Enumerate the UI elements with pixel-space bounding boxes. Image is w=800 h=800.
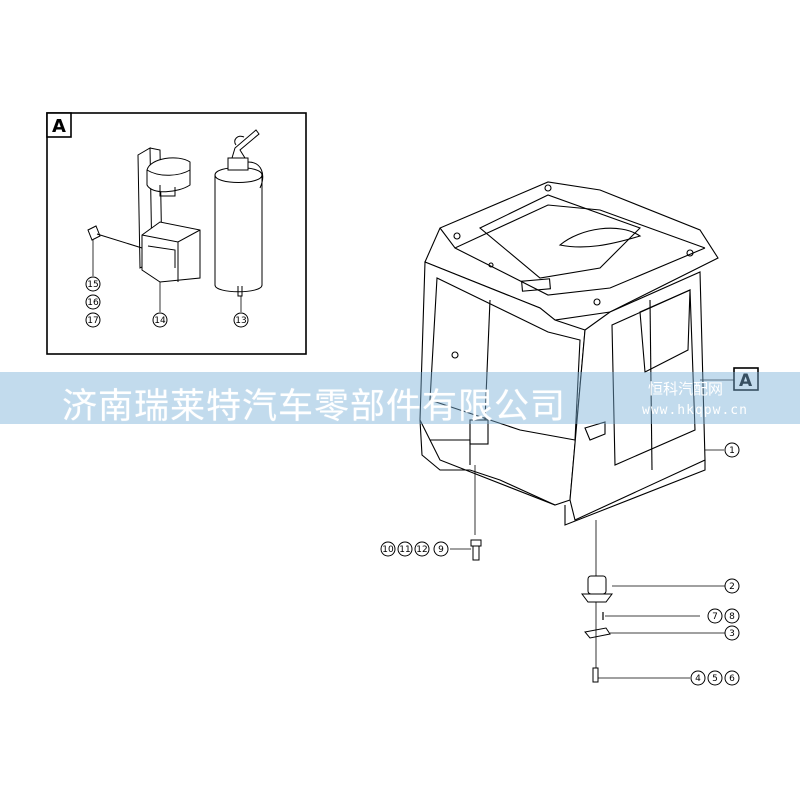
small-pin — [602, 612, 700, 620]
svg-text:8: 8 — [729, 612, 735, 622]
callout-12: 12 — [414, 541, 430, 557]
callout-1: 1 — [724, 442, 740, 458]
svg-text:13: 13 — [235, 316, 246, 326]
svg-text:11: 11 — [399, 545, 410, 555]
callout-15: 15 — [85, 276, 101, 292]
callout-6: 6 — [724, 670, 740, 686]
callout-16: 16 — [85, 294, 101, 310]
svg-text:5: 5 — [712, 674, 718, 684]
svg-text:14: 14 — [154, 316, 166, 326]
cab-assembly — [419, 181, 734, 578]
mount-parts — [450, 539, 725, 683]
svg-text:A: A — [739, 371, 753, 391]
svg-text:17: 17 — [87, 316, 98, 326]
callout-10: 10 — [380, 541, 396, 557]
extinguisher-bracket — [137, 147, 201, 283]
callout-11: 11 — [397, 541, 413, 557]
svg-text:16: 16 — [87, 298, 99, 308]
callout-2: 2 — [724, 578, 740, 594]
svg-text:9: 9 — [438, 545, 444, 555]
rubber-mount — [581, 575, 725, 603]
inset-frame — [46, 112, 307, 355]
watermark-site-name: 恒科汽配网 — [648, 380, 724, 398]
cab-bolt — [450, 539, 482, 561]
washer-plate — [584, 627, 725, 639]
svg-text:6: 6 — [729, 674, 735, 684]
svg-text:10: 10 — [382, 545, 394, 555]
callout-3: 3 — [724, 625, 740, 641]
svg-text:2: 2 — [729, 582, 735, 592]
watermark-banner — [0, 372, 800, 424]
callout-17: 17 — [85, 312, 101, 328]
callout-7: 7 — [707, 608, 723, 624]
mount-bolt — [592, 667, 690, 683]
svg-text:7: 7 — [712, 612, 718, 622]
inset-label: A — [52, 116, 66, 137]
main-callouts: 1 2 3 7 8 4 5 6 — [380, 442, 740, 686]
callout-9: 9 — [433, 541, 449, 557]
svg-text:4: 4 — [695, 674, 701, 684]
ref-label-a: A — [733, 367, 759, 391]
svg-text:3: 3 — [729, 629, 735, 639]
svg-text:15: 15 — [87, 280, 98, 290]
inset-detail-a: A — [46, 112, 307, 355]
fire-extinguisher — [214, 129, 264, 297]
callout-13: 13 — [233, 312, 249, 328]
watermark-site-url: www.hkqpw.cn — [642, 403, 748, 418]
callout-14: 14 — [152, 312, 168, 328]
watermark-company: 济南瑞莱特汽车零部件有限公司 — [62, 387, 567, 427]
callout-8: 8 — [724, 608, 740, 624]
svg-text:12: 12 — [416, 545, 427, 555]
inset-callouts: 15 16 17 14 13 — [85, 276, 249, 328]
callout-4: 4 — [690, 670, 706, 686]
svg-text:1: 1 — [729, 446, 735, 456]
small-bolt — [87, 225, 143, 249]
callout-5: 5 — [707, 670, 723, 686]
inset-label-box — [46, 112, 72, 138]
